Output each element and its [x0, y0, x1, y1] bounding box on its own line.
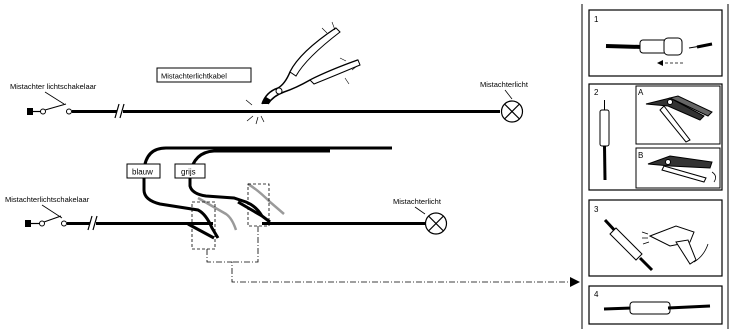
- bottom-switch-terminal-2: [61, 220, 67, 227]
- connector-box-right: [247, 183, 270, 227]
- step-1: 1: [588, 9, 723, 77]
- crimper-open-icon: [645, 95, 713, 143]
- bottom-switch-terminal-1: [39, 220, 45, 227]
- grijs-label-box: [174, 163, 206, 179]
- cable-label-box: [156, 67, 252, 83]
- crimper-closed-icon: [647, 155, 716, 183]
- bottom-switch-plug: [25, 220, 31, 227]
- step-2-number: 2: [594, 88, 599, 97]
- bottom-lamp-label: Mistachterlicht: [393, 197, 442, 206]
- top-switch-label: Mistachter lichtschakelaar: [10, 82, 97, 91]
- new-harness-black: [142, 146, 392, 239]
- wire-label-blauw: blauw: [132, 168, 153, 177]
- step-3: 3: [588, 199, 723, 277]
- grey-wire-right: [247, 182, 285, 215]
- callout-arrow-icon: [570, 277, 580, 287]
- grey-wire-left: [197, 196, 238, 231]
- top-lamp-label: Mistachterlicht: [480, 80, 529, 89]
- top-switch-terminal-2: [66, 108, 72, 115]
- step-2b-label: B: [638, 151, 643, 160]
- bottom-switch-label: Mistachterlichtschakelaar: [5, 195, 90, 204]
- pliers-icon: [244, 21, 361, 125]
- top-switch-terminal-1: [40, 108, 46, 115]
- step-4-number: 4: [594, 290, 599, 299]
- bottom-wire-break: [87, 215, 98, 231]
- bottom-lamp-icon: [424, 212, 448, 235]
- step-4: 4: [588, 285, 723, 325]
- cable-label: Mistachterlichtkabel: [161, 72, 227, 81]
- terminal-icon: [599, 100, 610, 181]
- heat-gun-icon: [641, 225, 709, 265]
- bottom-circuit: Mistachterlichtschakelaar blauw grijs Mi…: [5, 146, 580, 287]
- heat-shrink-icon: [603, 218, 654, 272]
- top-switch-lever: [44, 103, 67, 111]
- bottom-switch-lever: [43, 215, 62, 223]
- top-switch-plug: [27, 108, 33, 115]
- step-3-number: 3: [594, 205, 599, 214]
- splice-right: [237, 200, 263, 218]
- wire-label-grijs: grijs: [181, 168, 196, 177]
- top-circuit: Mistachter lichtschakelaar Mistachterlic…: [10, 21, 529, 125]
- finished-joint-icon: [603, 301, 711, 315]
- top-wire-break: [114, 103, 125, 119]
- step-1-number: 1: [594, 15, 599, 24]
- new-harness-black-2: [188, 149, 330, 224]
- connector-box-left: [191, 201, 216, 250]
- callout-line: [206, 226, 578, 283]
- step-2a-label: A: [638, 88, 644, 97]
- blauw-label-box: [126, 163, 161, 179]
- steps-panel: 1 2 A: [581, 4, 729, 329]
- top-lamp-icon: [500, 100, 524, 123]
- step-2: 2 A B: [588, 83, 723, 191]
- sleeve-icon: [605, 37, 713, 66]
